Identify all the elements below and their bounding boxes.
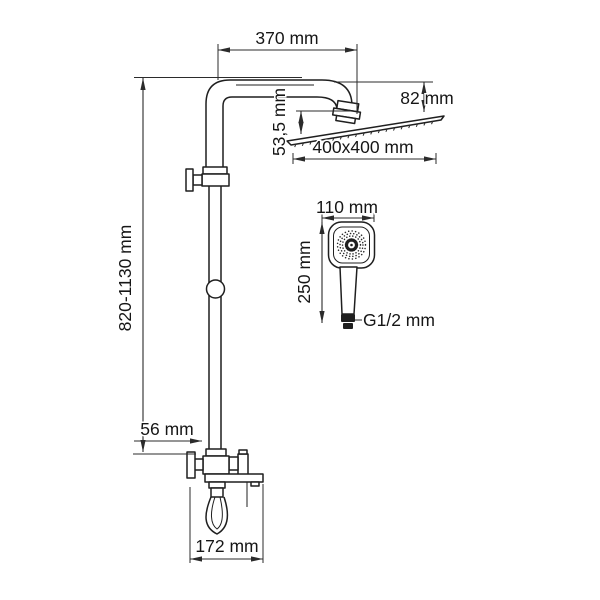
shower-column xyxy=(205,79,355,452)
diverter-block xyxy=(228,456,239,471)
label-base-depth: 172 mm xyxy=(195,536,258,556)
label-thread: G1/2 mm xyxy=(363,310,435,330)
mixer-wall-plate xyxy=(237,453,249,476)
column-lock-valve xyxy=(185,166,230,192)
mixer xyxy=(186,448,264,507)
spout xyxy=(204,473,264,483)
label-arm-width: 370 mm xyxy=(255,28,318,48)
hose-coupling-lower xyxy=(210,487,224,498)
spray-nozzle-dots xyxy=(336,230,367,260)
dimension-lines xyxy=(134,47,436,562)
valve-knob xyxy=(185,168,194,192)
valve-knob-stem xyxy=(192,174,203,186)
extension-lines xyxy=(133,44,437,563)
handle-connector-nut xyxy=(341,314,355,322)
label-wall-offset: 56 mm xyxy=(140,419,193,439)
label-head-size: 400x400 mm xyxy=(312,137,413,157)
mixer-knob xyxy=(186,451,196,479)
column-arm-outer xyxy=(205,79,355,170)
label-height-range: 820-1130 mm xyxy=(115,225,135,332)
handle-thread-tip xyxy=(343,323,353,329)
shower-hose xyxy=(205,496,229,535)
hand-shower-handle xyxy=(339,266,358,315)
label-hand-length: 250 mm xyxy=(294,240,314,303)
nozzle-teeth xyxy=(294,120,434,148)
rain-shower-head xyxy=(286,115,445,148)
rain-head-plate xyxy=(286,115,445,146)
hand-shower xyxy=(327,221,376,329)
hose-coupling-upper xyxy=(208,481,226,489)
pipe-coupling-nut xyxy=(205,448,227,457)
slider-ring xyxy=(205,279,226,299)
mixer-body xyxy=(202,455,230,475)
label-head-offset: 82 mm xyxy=(400,88,453,108)
label-hand-width: 110 mm xyxy=(316,197,378,217)
column-arm-inner xyxy=(222,96,339,170)
label-head-depth: 53,5 mm xyxy=(269,88,289,156)
aerator-tab xyxy=(250,481,260,487)
dimension-labels: 370 mm 82 mm 53,5 mm 400x400 mm 110 mm 2… xyxy=(114,27,456,558)
